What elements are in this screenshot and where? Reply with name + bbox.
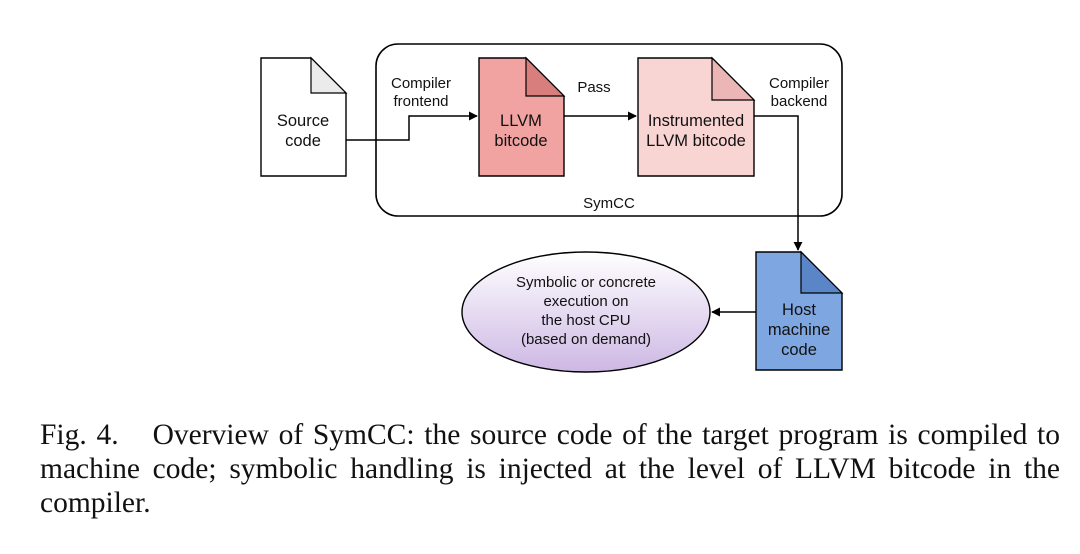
host-machine-code-label-1: Host <box>782 301 816 319</box>
compiler-backend-arrow <box>754 115 803 251</box>
source-code-label-1: Source <box>277 112 329 130</box>
execution-label-1: Symbolic or concrete <box>516 274 656 291</box>
source-code-label-2: code <box>285 132 321 150</box>
symcc-container <box>375 43 843 217</box>
llvm-bitcode-label-2: bitcode <box>494 132 547 150</box>
host-machine-code-document: Host machine code <box>755 250 844 371</box>
compiler-backend-label-1: Compiler <box>769 75 829 92</box>
figure-caption: Fig. 4.Overview of SymCC: the source cod… <box>40 418 1060 520</box>
llvm-bitcode-document: LLVM bitcode <box>478 56 566 177</box>
compiler-frontend-label-2: frontend <box>393 93 448 110</box>
execution-ellipse: Symbolic or concrete execution on the ho… <box>461 251 711 373</box>
llvm-bitcode-label-1: LLVM <box>500 112 542 130</box>
execution-label-3: the host CPU <box>541 312 630 329</box>
instrumented-bitcode-label-1: Instrumented <box>648 112 744 130</box>
compiler-frontend-label-1: Compiler <box>391 75 451 92</box>
host-machine-code-label-3: code <box>781 341 817 359</box>
pass-label: Pass <box>577 79 610 96</box>
execution-label-4: (based on demand) <box>521 331 651 348</box>
figure-number: Fig. 4. <box>40 419 119 451</box>
caption-text: Overview of SymCC: the source code of th… <box>40 419 1060 519</box>
compiler-frontend-arrow <box>346 111 478 141</box>
host-machine-code-label-2: machine <box>768 321 830 339</box>
symcc-overview-diagram: SymCC Source code LLVM bitcode Instrumen… <box>260 43 844 373</box>
symcc-container-label: SymCC <box>583 195 635 212</box>
execution-label-2: execution on <box>543 293 628 310</box>
instrumented-bitcode-document: Instrumented LLVM bitcode <box>637 56 756 177</box>
source-code-document: Source code <box>260 56 348 177</box>
instrumented-bitcode-label-2: LLVM bitcode <box>646 132 746 150</box>
compiler-backend-label-2: backend <box>771 93 828 110</box>
